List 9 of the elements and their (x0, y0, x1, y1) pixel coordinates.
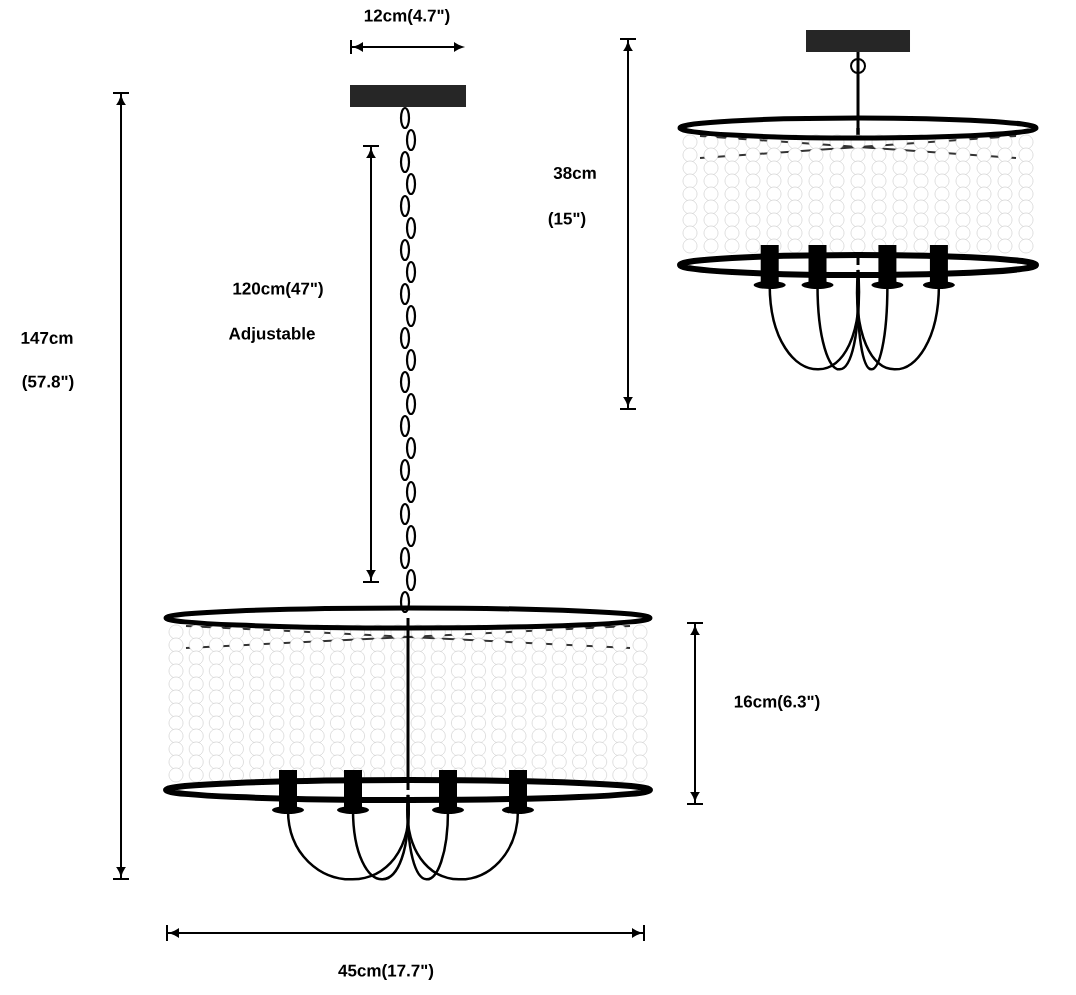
dimension-label: 12cm(4.7") (364, 9, 450, 25)
dimension-label: 147cm (21, 332, 73, 344)
dimension-label: (15") (548, 212, 586, 228)
dimension-label: 45cm(17.7") (338, 964, 434, 980)
dimension-label: (57.8") (22, 375, 74, 391)
dimension-label: Adjustable (229, 327, 315, 343)
dimension-label: 16cm(6.3") (734, 695, 820, 711)
dimension-label: 38cm (553, 166, 596, 179)
dimension-label: 120cm(47") (233, 282, 323, 298)
